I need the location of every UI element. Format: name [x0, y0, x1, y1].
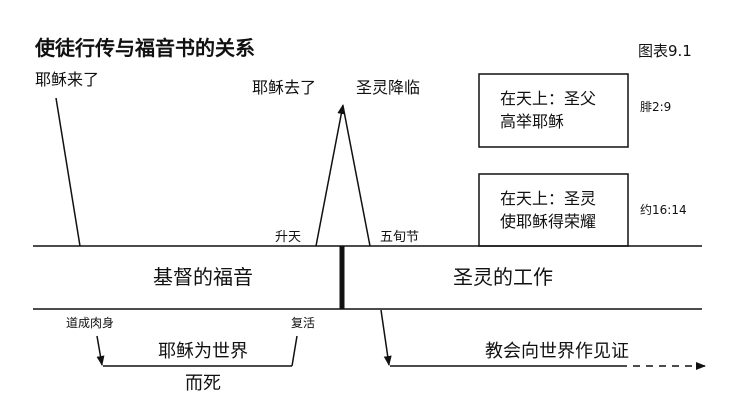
label-incarnation: 道成肉身 [66, 315, 114, 330]
label-pentecost: 五旬节 [380, 230, 419, 245]
band-right-label: 圣灵的工作 [453, 265, 553, 289]
incarnation-arrow [96, 335, 105, 366]
svg-text:高举耶稣: 高举耶稣 [500, 112, 564, 131]
label-jesus-came: 耶稣来了 [35, 70, 99, 89]
label-jesus-left: 耶稣去了 [252, 78, 316, 97]
label-witness: 教会向世界作见证 [485, 341, 629, 362]
label-ascension: 升天 [275, 230, 301, 245]
box-father: 在天上：圣父 高举耶稣 [478, 73, 629, 148]
svg-text:使耶稣得荣耀: 使耶稣得荣耀 [500, 212, 596, 231]
witness-down-arrow [380, 309, 392, 366]
svg-text:在天上：圣灵: 在天上：圣灵 [500, 189, 596, 208]
label-died-line1: 耶稣为世界 [158, 341, 248, 362]
resurrection-line [291, 335, 298, 367]
ascension-line [315, 104, 346, 247]
box-spirit: 在天上：圣灵 使耶稣得荣耀 [478, 173, 629, 247]
figure-label: 图表9.1 [638, 42, 692, 60]
ref-john: 约16:14 [640, 202, 687, 217]
label-spirit-came: 圣灵降临 [356, 78, 420, 97]
label-resurrection: 复活 [291, 316, 315, 330]
jesus-came-line [55, 97, 81, 247]
svg-text:在天上：圣父: 在天上：圣父 [500, 89, 596, 108]
label-died-line2: 而死 [185, 373, 221, 394]
band-left-label: 基督的福音 [153, 265, 253, 289]
diagram-title: 使徒行传与福音书的关系 [34, 36, 255, 60]
pentecost-line [342, 105, 371, 247]
ref-philippians: 腓2:9 [640, 99, 671, 114]
